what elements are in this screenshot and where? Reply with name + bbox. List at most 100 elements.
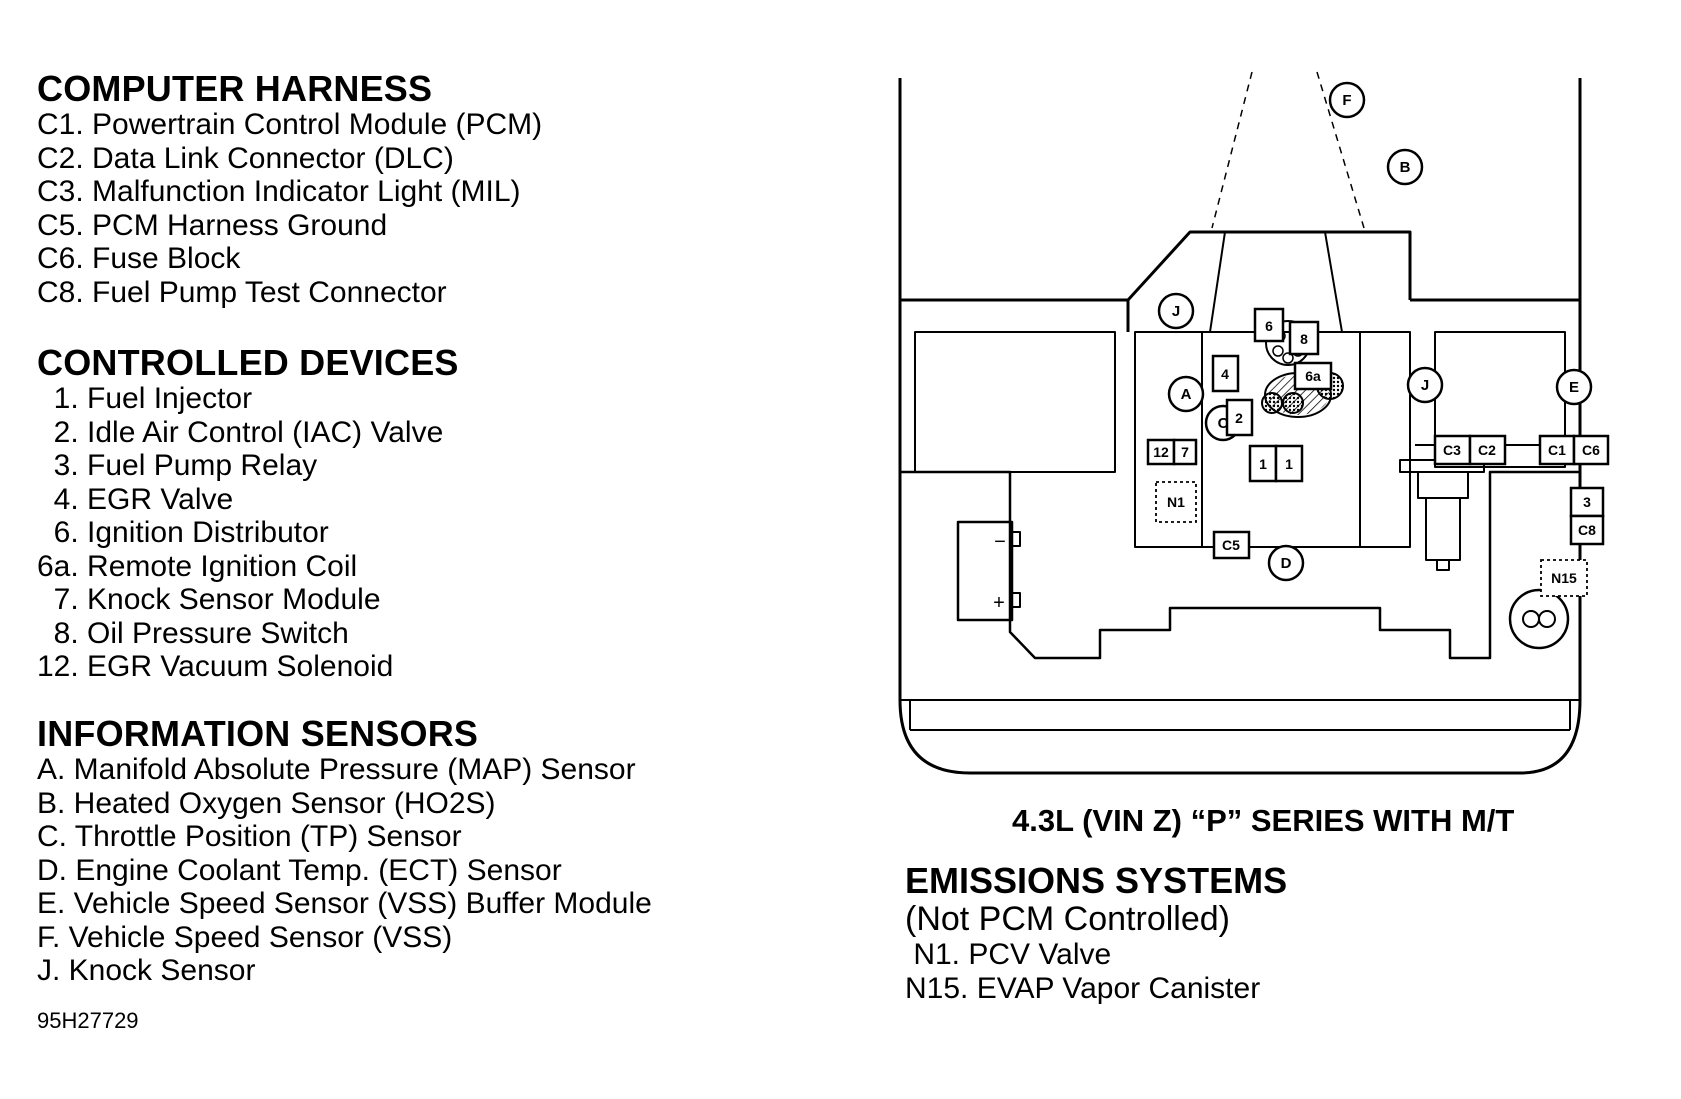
computer-harness-heading: COMPUTER HARNESS	[37, 68, 433, 109]
controlled-devices-section: CONTROLLED DEVICES 1. Fuel Injector 2. I…	[37, 344, 857, 684]
component-label: 12	[1153, 444, 1169, 460]
sensor-label: E	[1569, 379, 1579, 396]
canister-port	[1522, 610, 1540, 628]
injector-port	[1282, 392, 1304, 414]
sensor-label: C	[1218, 415, 1229, 432]
engine-outline	[1126, 230, 1412, 302]
connector-box-c8	[1569, 514, 1605, 546]
legend-item: F. Vehicle Speed Sensor (VSS)	[37, 920, 453, 954]
evap-canister	[1508, 588, 1570, 650]
component-label: 1	[1285, 456, 1293, 472]
emission-label: N15	[1551, 570, 1577, 586]
emissions-subheading: (Not PCM Controlled)	[905, 900, 1230, 938]
sensor-label: F	[1342, 92, 1351, 109]
component-box-4	[1211, 354, 1240, 393]
component-label: 6a	[1305, 368, 1321, 384]
connector-label: C3	[1443, 442, 1461, 458]
vehicle-body-outline	[898, 78, 1582, 775]
component-label: 8	[1300, 331, 1308, 347]
legend-item: J. Knock Sensor	[37, 954, 256, 987]
legend-item: 12. EGR Vacuum Solenoid	[37, 650, 394, 683]
legend-item: D. Engine Coolant Temp. (ECT) Sensor	[37, 853, 562, 887]
cylinder	[1425, 497, 1461, 561]
emissions-heading: EMISSIONS SYSTEMS	[905, 860, 1288, 901]
battery-terminal	[1011, 531, 1021, 547]
sensor-marker-e	[1555, 368, 1593, 406]
connector-box-c3	[1433, 434, 1472, 466]
legend-item: C. Throttle Position (TP) Sensor	[37, 820, 462, 853]
component-box-2	[1225, 398, 1254, 437]
information-sensors-heading: INFORMATION SENSORS	[37, 713, 479, 754]
sensor-label: J	[1172, 303, 1180, 320]
component-box-6a	[1293, 361, 1333, 391]
left-panel	[914, 331, 1116, 473]
legend-item: C3. Malfunction Indicator Light (MIL)	[37, 175, 521, 208]
component-label: 3	[1583, 494, 1591, 510]
sensor-marker-j	[1157, 292, 1195, 330]
battery	[956, 520, 1014, 622]
distributor-terminal	[1272, 345, 1284, 357]
component-box-1	[1274, 444, 1304, 483]
transmission-outline	[1211, 71, 1253, 229]
legend-item: E. Vehicle Speed Sensor (VSS) Buffer Mod…	[37, 887, 652, 920]
sensor-label: J	[1421, 377, 1429, 394]
diagram-caption: 4.3L (VIN Z) “P” SERIES WITH M/T	[1012, 803, 1515, 838]
legend-item: 1. Fuel Injector	[37, 382, 253, 415]
legend-item: C1. Powertrain Control Module (PCM)	[37, 108, 543, 141]
legend-item: C6. Fuse Block	[37, 242, 241, 275]
legend-item: 8. Oil Pressure Switch	[37, 616, 349, 650]
battery-positive-label: +	[993, 592, 1005, 614]
connector-box-c6	[1572, 434, 1610, 466]
emissions-systems-section: EMISSIONS SYSTEMS (Not PCM Controlled) N…	[905, 862, 1287, 1005]
component-box-6	[1253, 307, 1285, 343]
sensor-label: A	[1181, 386, 1192, 403]
controlled-devices-heading: CONTROLLED DEVICES	[37, 342, 459, 383]
battery-negative-label: −	[994, 531, 1006, 553]
sensor-marker-d	[1267, 544, 1305, 582]
computer-harness-section: COMPUTER HARNESS C1. Powertrain Control …	[37, 70, 857, 309]
bracket	[1417, 471, 1469, 499]
cylinder-tip	[1436, 559, 1450, 571]
information-sensors-section: INFORMATION SENSORS A. Manifold Absolute…	[37, 715, 857, 988]
connector-box-c2	[1468, 434, 1507, 466]
sensor-label: D	[1281, 555, 1292, 572]
component-label: 7	[1181, 444, 1189, 460]
component-label: 4	[1221, 366, 1229, 382]
sensor-marker-f	[1328, 81, 1366, 119]
figure-id: 95H27729	[37, 1008, 139, 1033]
transmission-outline	[1316, 71, 1365, 229]
sensor-marker-a	[1167, 375, 1205, 413]
legend-item: C2. Data Link Connector (DLC)	[37, 141, 454, 175]
legend-item: N1. PCV Valve	[905, 938, 1112, 971]
legend-item: 6a. Remote Ignition Coil	[37, 549, 358, 583]
legend-item: 3. Fuel Pump Relay	[37, 449, 318, 482]
pcv-valve-box	[1155, 481, 1197, 523]
connector-label: C6	[1582, 442, 1600, 458]
injector-port	[1261, 392, 1283, 414]
legend-item: A. Manifold Absolute Pressure (MAP) Sens…	[37, 753, 636, 786]
connector-label: C2	[1478, 442, 1496, 458]
engine-line	[1209, 231, 1226, 333]
legend-item: 2. Idle Air Control (IAC) Valve	[37, 415, 444, 449]
legend-item: B. Heated Oxygen Sensor (HO2S)	[37, 786, 496, 820]
engine-compartment-diagram: F B J J A C D E 6 8 4 6a 2 12 7	[898, 71, 1610, 775]
sensor-marker-j	[1406, 366, 1444, 404]
sensor-marker-b	[1386, 148, 1424, 186]
component-box-8	[1288, 320, 1320, 356]
component-box-7	[1172, 438, 1198, 466]
connector-label: C5	[1222, 537, 1240, 553]
connector-label: C8	[1578, 522, 1596, 538]
component-box-3	[1569, 486, 1605, 518]
emission-label: N1	[1167, 494, 1185, 510]
legend-item: N15. EVAP Vapor Canister	[905, 971, 1261, 1005]
crossmember-outline	[900, 470, 1580, 660]
legend-item: C8. Fuel Pump Test Connector	[37, 275, 447, 309]
connector-box-c5	[1212, 530, 1251, 560]
battery-terminal	[1011, 592, 1021, 608]
component-label: 2	[1235, 410, 1243, 426]
legend-item: 4. EGR Valve	[37, 482, 234, 516]
legend-item: 6. Ignition Distributor	[37, 516, 329, 549]
legend-item: C5. PCM Harness Ground	[37, 208, 388, 242]
component-label: 6	[1265, 318, 1273, 334]
distributor-terminal	[1282, 352, 1294, 364]
